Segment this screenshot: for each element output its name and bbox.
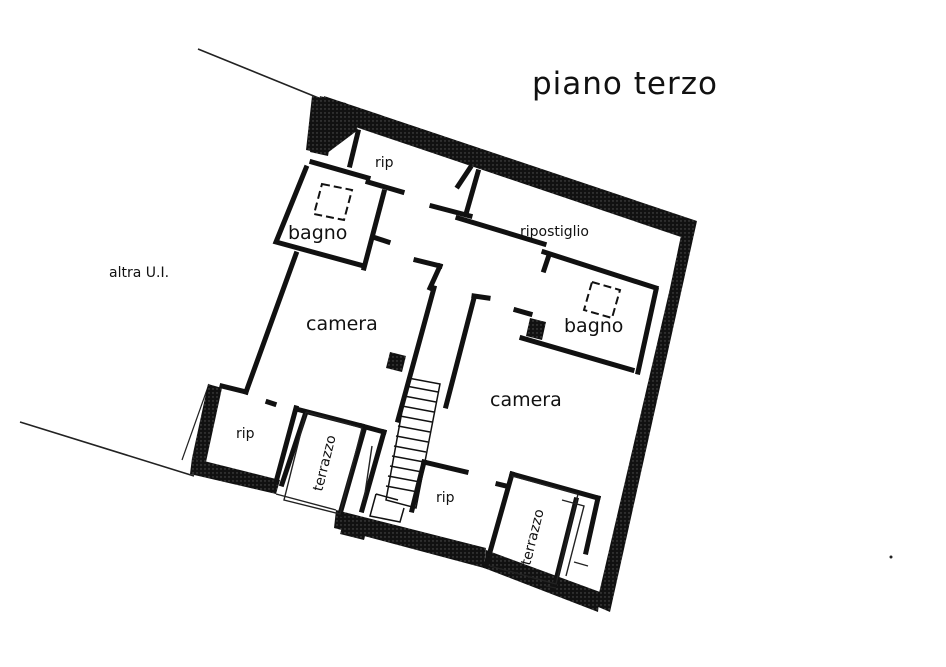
label-rip-left: rip [236, 426, 255, 442]
label-bagno-right: bagno [564, 315, 623, 337]
label-ripostiglio: ripostiglio [520, 224, 589, 240]
label-rip-bottom: rip [436, 490, 455, 506]
label-rip-top: rip [375, 155, 394, 171]
skylight-right [582, 280, 622, 320]
label-camera-right: camera [490, 389, 562, 411]
boundary-line-top [197, 48, 327, 102]
boundary-line-side [181, 383, 210, 461]
column-left [386, 352, 406, 372]
label-terrazzo-left: terrazzo [310, 434, 339, 493]
column-right [526, 318, 546, 340]
label-altra-ui: altra U.I. [109, 265, 169, 281]
plan-title: piano terzo [532, 66, 718, 102]
skylight-left [312, 182, 354, 222]
wall-east [596, 221, 697, 612]
wall-north [320, 96, 697, 238]
stray-dot [889, 555, 893, 559]
wall-west-lower [192, 384, 222, 462]
wall-south-mid [334, 510, 486, 568]
room-labels: rip bagno ripostiglio altra U.I. camera … [109, 155, 623, 567]
wall-south-right [484, 550, 600, 612]
wall-south-left [190, 458, 280, 494]
label-terrazzo-right: terrazzo [518, 508, 547, 567]
label-bagno-left: bagno [288, 222, 347, 244]
exterior-walls [190, 96, 697, 612]
staircase [369, 377, 441, 523]
label-camera-left: camera [306, 313, 378, 335]
terrace-outlines [275, 411, 589, 589]
boundary-line-bottom [19, 421, 195, 477]
